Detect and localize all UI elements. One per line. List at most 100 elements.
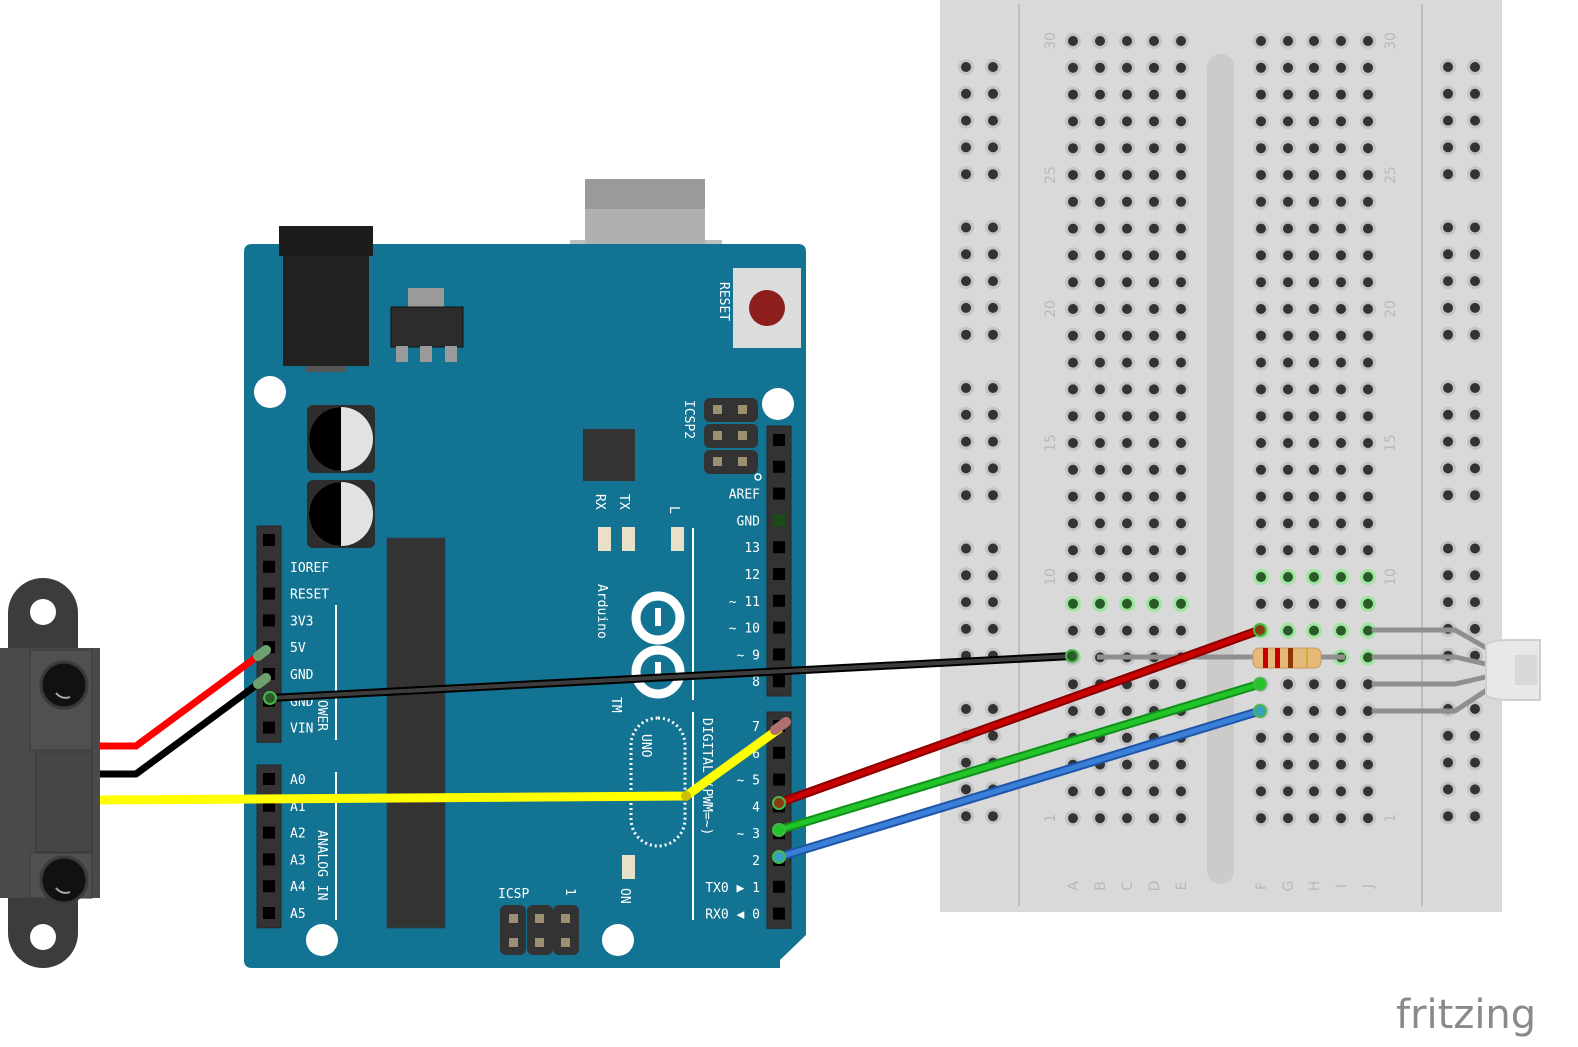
power-rail-hole-center [961,784,971,795]
header-pin[interactable] [773,648,785,661]
header-pin[interactable] [263,721,275,734]
breadboard-hole-center [1068,813,1078,824]
header-pin[interactable] [263,853,275,866]
breadboard-hole-center [1336,679,1346,690]
column-label: F [1254,882,1270,890]
breadboard-hole-center [1363,250,1373,261]
breadboard-hole-center [1068,411,1078,422]
power-jack-top [279,226,373,256]
header-pin[interactable] [773,907,785,920]
rgb-led[interactable] [1485,639,1541,701]
header-pin[interactable] [773,487,785,500]
header-pin[interactable] [773,675,785,688]
breadboard-hole-center [1336,143,1346,154]
power-rail-hole-center [961,757,971,768]
breadboard-hole-center [1068,518,1078,529]
header-pin[interactable] [773,568,785,580]
sensor-mount-hole [30,599,56,625]
header-pin[interactable] [263,587,275,600]
header-pin[interactable] [773,460,785,473]
breadboard-hole-center [1309,438,1319,448]
header-pin[interactable] [773,541,785,554]
breadboard-hole-center [1256,438,1266,448]
breadboard-hole-center [1283,491,1293,502]
breadboard-hole-center [1176,89,1186,100]
header-pin[interactable] [773,594,785,607]
header-pin[interactable] [773,434,785,446]
regulator-tab [408,288,444,308]
breadboard-hole-center [1256,223,1266,234]
arduino-uno[interactable]: RESET [244,179,806,968]
breadboard-hole-center [1309,143,1319,154]
icsp-label: ICSP [498,887,529,902]
breadboard-hole-center [1309,196,1319,207]
power-rail-hole-center [1470,222,1480,233]
power-rail-hole-center [1470,249,1480,260]
header-pin[interactable] [263,614,275,627]
column-label: D [1147,881,1163,892]
digital-top-pin-label: AREF [729,488,760,503]
header-pin[interactable] [773,746,785,759]
header-pin[interactable] [263,907,275,919]
power-rail-hole-center [1443,302,1453,313]
header-pin[interactable] [263,773,275,785]
header-pin[interactable] [263,534,275,546]
breadboard-hole-center [1122,304,1132,314]
resistor[interactable] [1252,647,1322,669]
breadboard-hole-center [1336,62,1346,73]
breadboard-hole-center [1283,384,1293,395]
lens-highlight [55,692,71,699]
resistor-band-3 [1288,648,1293,668]
row-number-right: 10 [1383,568,1399,586]
breadboard-hole-center [1176,250,1186,261]
breadboard-hole-center [1363,732,1373,743]
breadboard-hole-center [1363,384,1373,395]
breadboard-hole-center [1363,706,1373,716]
header-pin[interactable] [263,880,275,893]
breadboard-hole-center [1095,411,1105,422]
breadboard-hole-center [1309,491,1319,502]
mounting-hole [306,924,338,956]
on-led [622,855,635,879]
breadboard-hole-center [1256,170,1266,180]
power-rail-hole-center [1470,169,1480,180]
header-pin[interactable] [773,880,785,893]
breadboard-hole-center [1149,598,1159,609]
row-number-right: 25 [1383,166,1399,184]
header-pin[interactable] [263,560,275,573]
wire-end-cap [1065,649,1079,663]
reset-button[interactable] [749,290,785,326]
header-pin[interactable] [263,826,275,839]
breadboard-hole-center [1336,411,1346,422]
rx-led [598,527,611,551]
power-rail-hole-center [1443,436,1453,447]
breadboard-hole-center [1122,36,1132,46]
wire-end-cap [772,823,786,837]
digital-bottom-header [766,711,792,929]
breadboard-hole-center [1149,62,1159,73]
breadboard-hole-center [1256,89,1266,100]
power-rail-hole-center [961,811,971,822]
breadboard-hole-center [1176,518,1186,529]
breadboard-hole-center [1309,411,1319,422]
center-channel [1207,54,1234,884]
ir-distance-sensor[interactable] [0,578,100,968]
header-pin[interactable] [773,514,785,527]
breadboard-hole-center [1149,625,1159,636]
power-rail-hole-center [1443,757,1453,768]
breadboard-hole-center [1363,36,1373,46]
header-pin[interactable] [773,621,785,634]
voltage-regulator [390,306,464,348]
breadboard-hole-center [1336,36,1346,46]
power-jack-pin [306,366,346,372]
wire-sensor-gnd[interactable] [100,675,269,778]
power-rail-hole-center [1470,757,1480,768]
power-rail-hole-center [1470,436,1480,447]
header-pin[interactable] [773,773,785,786]
power-rail-hole-center [961,436,971,447]
breadboard-hole-center [1068,277,1078,288]
wire-sensor-vcc[interactable] [100,647,269,750]
